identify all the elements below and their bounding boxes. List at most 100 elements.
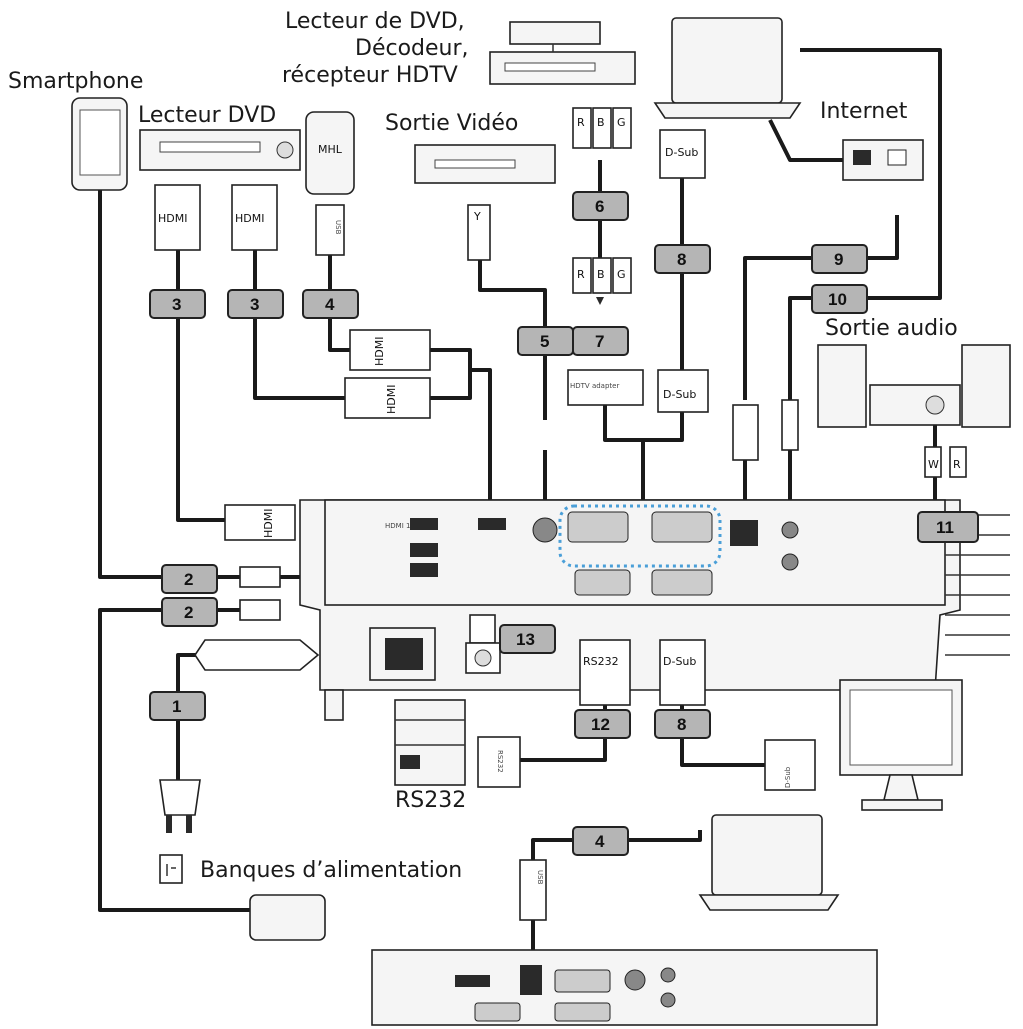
lecteur-dvd-label: Lecteur DVD: [138, 103, 276, 128]
svg-text:HDTV adapter: HDTV adapter: [570, 382, 619, 390]
power-bank-device: [249, 894, 326, 941]
laptop-top-device: [653, 17, 802, 119]
mhl-label: MHL: [318, 143, 343, 156]
hdtv-adapter: HDTV adapter: [567, 369, 644, 406]
svg-text:RS232: RS232: [496, 750, 504, 773]
audio-out-port: [781, 553, 799, 571]
power-cord-plug: [194, 639, 320, 671]
badge-8a: 8: [654, 244, 711, 274]
rs232-connector-side: RS232: [477, 736, 521, 788]
svg-text:HDMI: HDMI: [158, 212, 187, 225]
hdmi1-port: [410, 518, 438, 530]
sortie-audio-label: Sortie audio: [825, 316, 958, 341]
audio-plug: [781, 399, 799, 451]
mhl-phone-device: MHL: [305, 111, 355, 195]
badge-4b: 4: [572, 826, 629, 856]
vga-highlight: [558, 504, 722, 568]
hdmi-connector-mid-1: HDMI: [349, 329, 431, 371]
svg-text:HDMI: HDMI: [373, 337, 386, 366]
svg-text:R: R: [577, 268, 585, 281]
svg-text:2: 2: [184, 570, 193, 589]
rbg-connector-bottom: R B G: [572, 257, 632, 305]
svg-text:9: 9: [834, 250, 843, 269]
badge-3a: 3: [149, 289, 206, 319]
svg-text:7: 7: [595, 332, 604, 351]
wr-plugs: W R: [924, 446, 967, 478]
svg-text:RS232: RS232: [583, 655, 619, 668]
audio-in-port: [781, 521, 799, 539]
badge-4a: 4: [302, 289, 359, 319]
svg-text:11: 11: [936, 518, 954, 537]
svg-text:USB: USB: [334, 220, 342, 235]
laptop-bottom-device: [698, 814, 840, 911]
monitor-device: [839, 679, 963, 811]
usb-port-1: [410, 543, 438, 557]
badge-8b: 8: [654, 709, 711, 739]
svg-text:HDMI: HDMI: [235, 212, 264, 225]
rs232-connector-top: RS232: [579, 639, 631, 706]
hdmi1-port-label: HDMI 1: [385, 522, 410, 530]
rs232-port: [574, 569, 631, 596]
svg-text:13: 13: [516, 630, 535, 649]
svg-text:5: 5: [540, 332, 549, 351]
hdmi-connector-mid-2: HDMI: [344, 377, 431, 419]
dsub-connector-mid: D-Sub: [657, 369, 709, 413]
svg-text:HDMI: HDMI: [385, 385, 398, 414]
dsub-connector-bottom: D-Sub: [659, 639, 706, 706]
svg-text:R: R: [953, 458, 961, 471]
badge-2a: 2: [161, 564, 218, 594]
dsub-connector-top: D-Sub: [659, 129, 706, 179]
hdmi-connector-left: HDMI: [154, 184, 201, 251]
hdmi-connector-projector: HDMI: [224, 504, 296, 541]
power-bank-icon: [159, 854, 183, 884]
svg-text:W: W: [928, 458, 939, 471]
svg-text:6: 6: [595, 197, 604, 216]
svg-text:4: 4: [595, 832, 605, 851]
rbg-connector-top: R B G: [572, 107, 632, 149]
power-inlet: [369, 627, 436, 681]
svg-text:G: G: [617, 116, 626, 129]
svg-text:G: G: [617, 268, 626, 281]
dvd-decoder-label-line3: récepteur HDTV: [282, 63, 458, 88]
svg-text:10: 10: [828, 290, 847, 309]
video-out-device: [414, 144, 556, 184]
smartphone-device: [71, 97, 128, 191]
wall-plug: [159, 779, 201, 833]
y-connector: Y: [467, 204, 491, 261]
rs232-device: [394, 699, 466, 786]
vga-in-1-port: [567, 511, 629, 543]
badge-2b: 2: [161, 597, 218, 627]
smartphone-label: Smartphone: [8, 69, 143, 94]
svg-text:USB: USB: [536, 870, 544, 885]
usb-stick: [465, 614, 501, 674]
svg-text:3: 3: [250, 295, 259, 314]
svg-text:4: 4: [325, 295, 335, 314]
speakers-device: [817, 344, 1011, 428]
router-device: [842, 139, 924, 181]
svg-text:R: R: [577, 116, 585, 129]
dsub-connector-side: D-Sub: [764, 739, 816, 791]
projector-body: HDMI 1: [299, 499, 1010, 721]
badge-3b: 3: [227, 289, 284, 319]
svg-text:3: 3: [172, 295, 181, 314]
usb-connector-top: USB: [315, 204, 345, 256]
badge-6: 6: [572, 191, 629, 221]
rs232-device-label: RS232: [395, 788, 466, 813]
projector-foot: [324, 689, 344, 721]
dvd-decoder-label-line1: Lecteur de DVD,: [285, 9, 465, 34]
svg-text:D-Sub: D-Sub: [663, 388, 696, 401]
badge-9: 9: [811, 244, 868, 274]
badge-12: 12: [574, 709, 631, 739]
usb-connector-bottom: USB: [519, 859, 547, 921]
dvd-decoder-hdtv-device: [489, 21, 636, 85]
svg-text:8: 8: [677, 250, 686, 269]
svg-text:1: 1: [172, 697, 181, 716]
svg-text:2: 2: [184, 603, 193, 622]
hdmi-connector-right: HDMI: [231, 184, 278, 251]
svg-text:D-Sub: D-Sub: [784, 766, 792, 788]
video-port: [532, 517, 558, 543]
lan-plug: [732, 404, 759, 461]
vga-in-2-port: [651, 511, 713, 543]
svg-text:Y: Y: [473, 210, 481, 223]
